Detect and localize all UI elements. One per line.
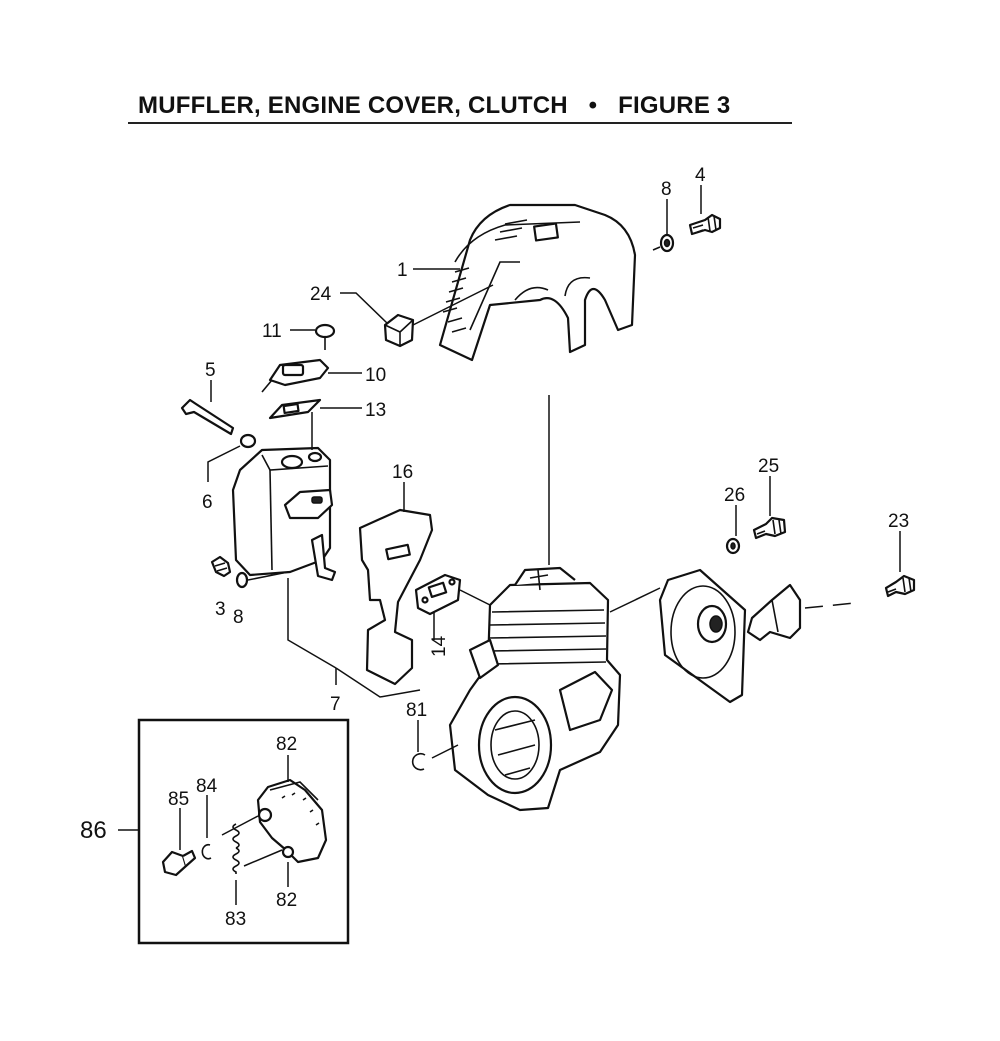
- callout-81: 81: [406, 700, 427, 721]
- muffler-part-7: [231, 446, 337, 582]
- e-ring-part-84: [201, 843, 212, 860]
- gasket-part-13: [268, 398, 322, 420]
- bolt-part-4: [688, 213, 722, 236]
- callout-8-left: 8: [233, 607, 244, 628]
- washer-part-26: [725, 537, 741, 555]
- title-figure: FIGURE 3: [618, 92, 731, 119]
- title-bullet: •: [588, 92, 598, 119]
- title-underline: [128, 122, 792, 124]
- callout-14: 14: [429, 635, 450, 657]
- bolt-part-3: [210, 555, 232, 578]
- washer-part-8-top: [659, 233, 675, 253]
- screw-part-11: [314, 323, 336, 350]
- spark-arrestor-plate-part-10: [261, 358, 330, 393]
- callout-11: 11: [262, 321, 282, 342]
- callout-83: 83: [225, 909, 246, 930]
- callout-26: 26: [724, 485, 745, 506]
- engine-cover-part: [438, 203, 637, 362]
- leader-lines: [118, 185, 901, 905]
- callout-labels: 1 24 8 4 11 10 13 5 6 16 3 8 14 7 26 25 …: [80, 165, 909, 930]
- bolt-part-5: [180, 398, 235, 436]
- clutch-spring-part-83: [232, 823, 240, 874]
- callout-7: 7: [330, 694, 341, 715]
- bolt-part-23: [884, 574, 916, 598]
- bolt-part-25: [752, 516, 787, 540]
- page-title: MUFFLER, ENGINE COVER, CLUTCH • FIGURE 3: [138, 92, 730, 120]
- callout-5: 5: [205, 360, 216, 381]
- clutch-bolt-part-85: [161, 849, 197, 877]
- washer-part-8-left: [235, 571, 249, 589]
- callout-84: 84: [196, 776, 218, 797]
- engine-block: [448, 566, 622, 812]
- callout-10: 10: [365, 365, 386, 386]
- recoil-starter-assembly: [658, 568, 802, 704]
- title-main: MUFFLER, ENGINE COVER, CLUTCH: [138, 92, 568, 119]
- clutch-detail-box: [137, 718, 350, 945]
- callout-82-bottom: 82: [276, 890, 297, 911]
- callout-6: 6: [202, 492, 213, 513]
- callout-85: 85: [168, 789, 189, 810]
- callout-3: 3: [215, 599, 226, 620]
- callout-25: 25: [758, 456, 779, 477]
- clutch-shoe-part-82: [256, 778, 328, 864]
- callout-86: 86: [80, 817, 107, 844]
- washer-part-6: [239, 433, 257, 449]
- snap-ring-part-81: [411, 752, 426, 771]
- callout-4: 4: [695, 165, 706, 186]
- callout-8-top: 8: [661, 179, 672, 200]
- muffler-gasket-part-14: [414, 573, 462, 616]
- callout-23: 23: [888, 511, 909, 532]
- heat-shield-part-16: [358, 508, 434, 686]
- callout-16: 16: [392, 462, 413, 483]
- callout-1: 1: [397, 260, 408, 281]
- callout-24: 24: [310, 284, 332, 305]
- callout-82-top: 82: [276, 734, 297, 755]
- callout-13: 13: [365, 400, 386, 421]
- rubber-cushion-part: [383, 313, 415, 348]
